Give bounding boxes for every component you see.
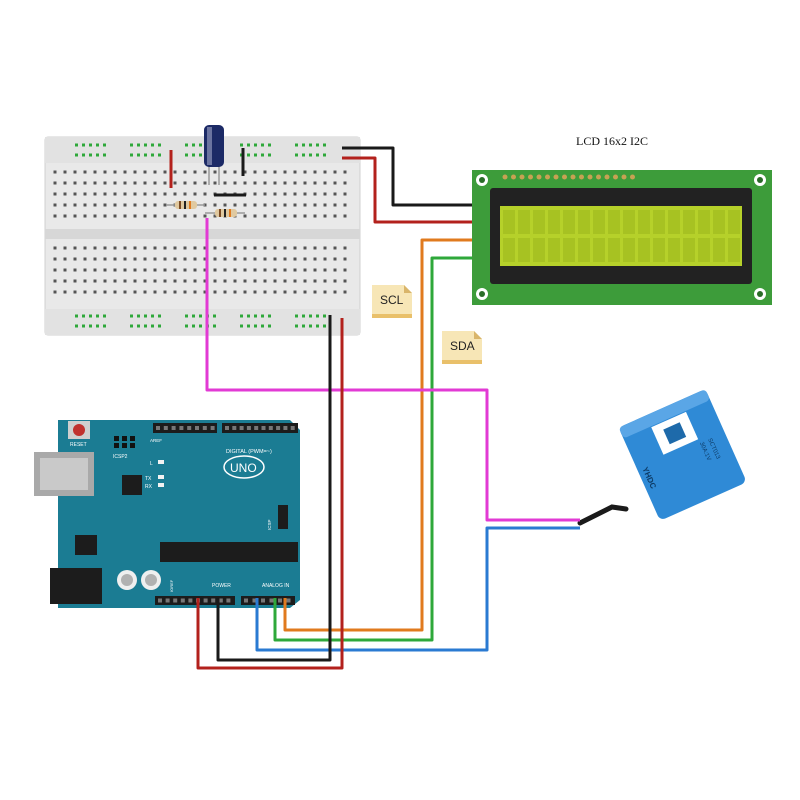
wire-5v [196, 318, 344, 670]
lcd-module [472, 170, 772, 305]
ioref-label: IOREF [169, 579, 174, 592]
breadboard-jumpers [169, 148, 246, 197]
power-label: POWER [212, 583, 231, 589]
wire-gnd [216, 315, 332, 662]
analog-in-label: ANALOG IN [262, 583, 290, 589]
icsp2-header [114, 436, 135, 448]
arduino-uno: RESET ICSP2 AREF DIGITAL (PWM=~) L TX RX… [34, 420, 300, 608]
aref-label: AREF [150, 438, 162, 443]
breadboard [44, 136, 361, 336]
digital-header-pins [156, 426, 295, 430]
resistor-right [205, 209, 245, 217]
sda-tag: SDA [442, 331, 482, 364]
icsp2-label: ICSP2 [113, 454, 128, 460]
microcontroller-chip [160, 542, 298, 562]
wire-bb-black-to-lcd [342, 146, 472, 207]
breadboard-power-rails [75, 143, 326, 328]
wire-scl [283, 238, 472, 632]
sda-label: SDA [450, 339, 475, 353]
capacitor [204, 125, 224, 185]
icsp-label: ICSP [267, 519, 272, 530]
wire-sensor-analog [255, 526, 580, 652]
resistor-left [166, 201, 205, 209]
led-rx-label: RX [145, 484, 153, 490]
wire-sensor-signal [205, 218, 580, 522]
current-sensor: YHDC SCT013 30A:1V [577, 390, 745, 526]
led-tx-label: TX [145, 476, 152, 482]
lcd-header-pins [502, 174, 635, 180]
digital-label: DIGITAL (PWM=~) [226, 449, 272, 455]
scl-label: SCL [380, 293, 404, 307]
uno-logo [223, 455, 265, 479]
uno-text: UNO [230, 461, 257, 475]
led-l-label: L [150, 461, 153, 467]
wires [196, 146, 580, 670]
lcd-character-grid [503, 210, 740, 262]
power-jack [50, 568, 102, 604]
scl-tag: SCL [372, 285, 412, 318]
wire-sda [273, 256, 472, 642]
wire-bb-red-to-lcd [342, 156, 472, 224]
reset-label: RESET [70, 442, 87, 448]
lcd-title: LCD 16x2 I2C [576, 134, 648, 148]
breadboard-holes [53, 170, 347, 294]
